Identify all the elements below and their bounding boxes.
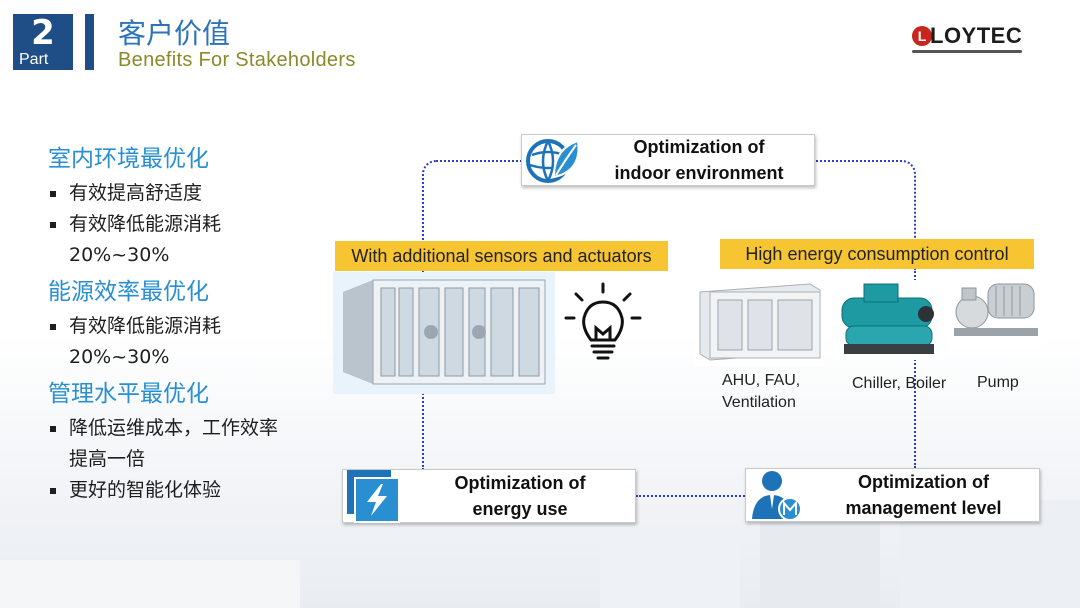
ahu-label: AHU, FAU, Ventilation	[722, 370, 800, 414]
bullet-continuation: 20%~30%	[69, 244, 170, 266]
box-line-2: energy use	[472, 499, 568, 519]
page-title: 客户价值	[118, 17, 231, 50]
ahu-label-line-1: AHU, FAU,	[722, 372, 801, 389]
part-number: 2	[31, 13, 55, 53]
logo-text: LOYTEC	[930, 23, 1023, 48]
light-bulb-icon	[564, 282, 642, 360]
pump-label: Pump	[977, 374, 1019, 391]
management-level-label: Optimization of management level	[808, 469, 1039, 521]
bullet-item: 有效降低能源消耗	[48, 311, 338, 342]
benefit-section-indoor: 室内环境最优化 有效提高舒适度 有效降低能源消耗 20%~30%	[48, 144, 338, 271]
box-line-1: Optimization of	[454, 473, 586, 493]
box-line-2: management level	[845, 498, 1002, 518]
bullet-item: 有效降低能源消耗	[48, 209, 338, 240]
background-block	[760, 520, 880, 608]
benefit-section-energy: 能源效率最优化 有效降低能源消耗 20%~30%	[48, 277, 338, 373]
sensors-actuators-tag: With additional sensors and actuators	[335, 241, 668, 271]
ahu-label-line-2: Ventilation	[722, 394, 796, 411]
air-handling-cabinet-image	[333, 272, 555, 394]
benefit-section-management: 管理水平最优化 降低运维成本，工作效率 提高一倍 更好的智能化体验	[48, 379, 338, 506]
bullet-continuation: 20%~30%	[69, 346, 170, 368]
energy-control-tag: High energy consumption control	[720, 239, 1034, 269]
title-accent-bar	[85, 14, 94, 70]
bullet-item: 有效提高舒适度	[48, 178, 338, 209]
manager-icon	[752, 471, 802, 521]
ahu-unit-image	[694, 274, 824, 366]
bullet-item: 更好的智能化体验	[48, 475, 338, 506]
background-block	[600, 540, 740, 608]
lightning-icon	[347, 470, 400, 523]
energy-use-box: Optimization of energy use	[342, 469, 636, 523]
chiller-image	[834, 280, 944, 360]
energy-use-label: Optimization of energy use	[405, 470, 635, 522]
background-block	[0, 560, 300, 608]
page-subtitle: Benefits For Stakeholders	[118, 49, 356, 71]
chiller-label: Chiller, Boiler	[852, 375, 947, 392]
part-label: Part	[19, 51, 49, 68]
connector-top-right	[816, 160, 916, 238]
pump-image	[948, 272, 1046, 350]
indoor-environment-label: Optimization of indoor environment	[584, 135, 814, 185]
connector-top-left	[422, 160, 522, 250]
box-line-1: Optimization of	[633, 137, 765, 157]
indoor-environment-box: Optimization of indoor environment	[521, 134, 815, 186]
connector-right-down	[914, 268, 916, 468]
management-level-box: Optimization of management level	[745, 468, 1040, 522]
section-heading: 能源效率最优化	[48, 279, 209, 305]
section-heading: 室内环境最优化	[48, 146, 209, 172]
leaf-globe-icon	[526, 139, 580, 183]
connector-bottom	[636, 495, 748, 497]
box-line-1: Optimization of	[858, 472, 989, 492]
box-line-2: indoor environment	[614, 163, 784, 183]
section-heading: 管理水平最优化	[48, 381, 209, 407]
loytec-logo: L LOYTEC	[912, 22, 1032, 54]
part-badge: 2 Part	[13, 14, 73, 70]
logo-underline	[912, 50, 1022, 53]
bullet-continuation: 提高一倍	[69, 448, 146, 470]
bullet-item: 降低运维成本，工作效率	[48, 413, 338, 444]
benefits-list: 室内环境最优化 有效提高舒适度 有效降低能源消耗 20%~30% 能源效率最优化…	[48, 144, 338, 512]
logo-mark: L	[912, 26, 932, 46]
